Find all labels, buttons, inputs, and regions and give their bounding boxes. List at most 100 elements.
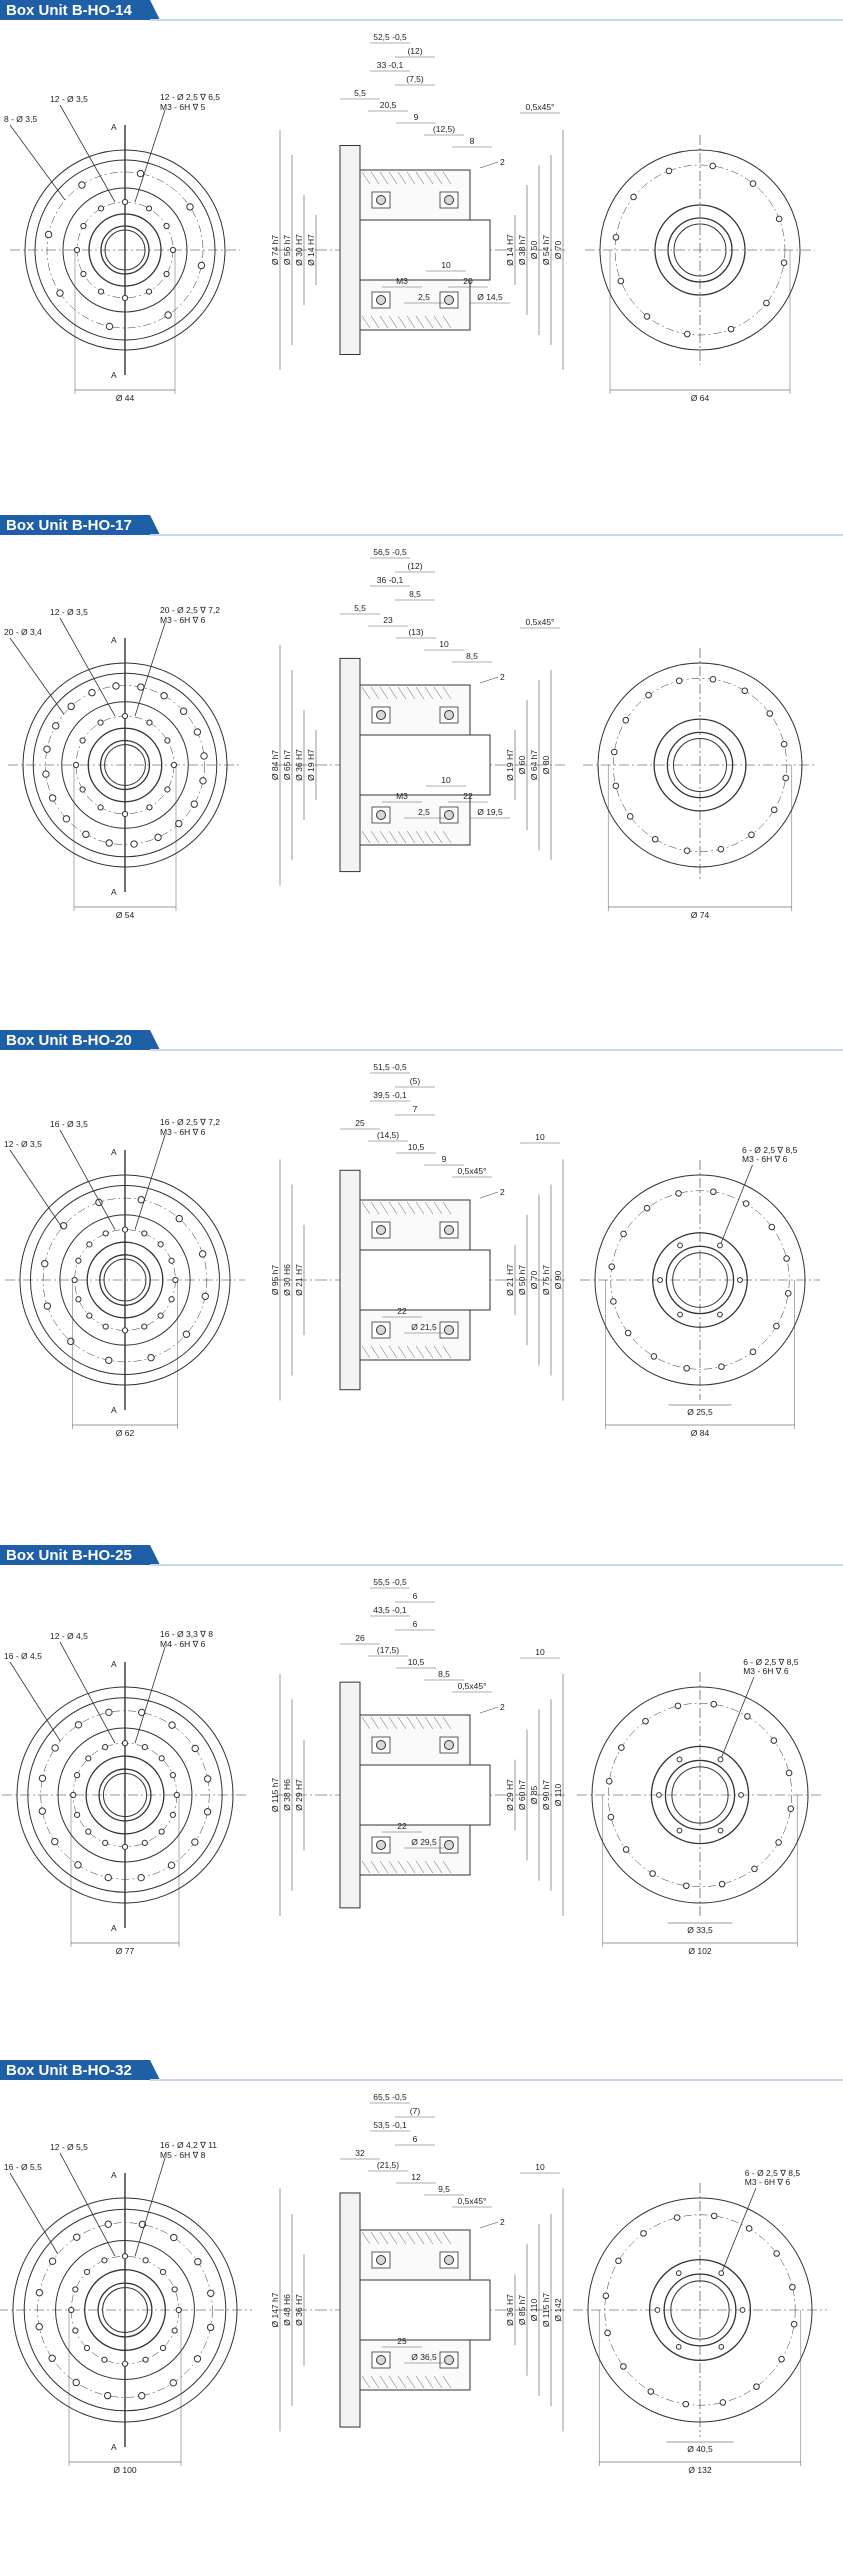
rear-bolt-hole (683, 1364, 690, 1372)
tapped-hole (164, 737, 171, 744)
dimension-label: 12 (411, 2172, 421, 2182)
hollow-shaft (359, 1249, 491, 1311)
label-mid-holes: 12 - Ø 5,5 (50, 2142, 88, 2152)
bearing-ball (444, 195, 454, 205)
flange-step (27, 1697, 223, 1893)
tapped-hole (142, 2257, 149, 2264)
dimension-label: 5,5 (354, 88, 366, 98)
hatch (379, 686, 389, 700)
rear-tapped-label: 6 - Ø 2,5 ∇ 8,5 (743, 1657, 799, 1667)
tapped-hole (97, 288, 105, 295)
dimension-label: (21,5) (377, 2160, 399, 2170)
bolt-hole (138, 2392, 146, 2400)
hatch (370, 2231, 380, 2245)
tapped-hole (86, 1312, 93, 1319)
hatch (415, 1716, 425, 1730)
rear-bolt-hole (744, 1713, 751, 1720)
dimension-label: 6 (413, 1591, 418, 1601)
bolt-hole (48, 2354, 56, 2362)
bearing-ball (376, 295, 386, 305)
rear-bolt-hole (675, 677, 683, 685)
tapped-hole (164, 786, 171, 793)
dimension-label: M3 (396, 276, 408, 286)
dimension-label: 53,5 -0,1 (373, 2120, 407, 2130)
dimension-label: (12) (407, 561, 422, 571)
tapped-hole (80, 270, 87, 278)
bearing-ball (444, 2255, 454, 2265)
section-title: Box Unit B-HO-14 (6, 2, 132, 19)
flange-plate (339, 145, 361, 355)
hatch (388, 1860, 398, 1874)
bolt-hole (206, 2323, 215, 2332)
hatch (442, 1716, 452, 1730)
dimension-label: 26 (355, 1633, 365, 1643)
bearing-ball (444, 2355, 454, 2365)
rear-bolt-hole (650, 1353, 658, 1360)
tapped-hole (121, 294, 129, 302)
rear-tapped-hole (676, 1756, 683, 1763)
bolt-hole (73, 2233, 81, 2241)
rear-bolt-hole (749, 180, 757, 187)
tapped-hole (121, 712, 129, 720)
tapped-hole (97, 804, 104, 811)
dimension-label: 10 (535, 1132, 545, 1142)
dimension-label: 0,5x45° (458, 2196, 487, 2206)
hatch (406, 315, 416, 329)
rear-bolt-hole (709, 675, 717, 683)
rear-hub (650, 1745, 750, 1845)
tapped-hole (79, 737, 86, 744)
leader (9, 2172, 59, 2255)
hatch (379, 1201, 389, 1215)
flange-plate (339, 2192, 361, 2428)
left-diameter-label: Ø 36 H7 (294, 2294, 304, 2326)
label-mid-holes: 16 - Ø 3,5 (50, 1119, 88, 1129)
header-rule (150, 2079, 843, 2081)
tapped-hole (159, 2344, 167, 2352)
bolt-hole (179, 707, 188, 715)
tapped-hole (145, 205, 153, 212)
rear-bolt-hole (665, 167, 673, 175)
rear-tapped-hole (718, 2270, 725, 2277)
tapped-hole (70, 1791, 77, 1799)
section-mark-top: A (111, 1147, 117, 1157)
left-diameter-label: Ø 29 H7 (294, 1779, 304, 1811)
bore-chamfer (102, 1772, 148, 1818)
section-header: Box Unit B-HO-17 (0, 515, 843, 536)
tapped-hole (121, 198, 129, 206)
dimension-label: (7,5) (406, 74, 424, 84)
hatch (415, 1860, 425, 1874)
callout-2: 2 (500, 672, 505, 682)
rear-bolt-hole (719, 2399, 727, 2406)
tapped-hole (157, 1312, 164, 1319)
rear-inner-diameter: Ø 25,5 (687, 1407, 713, 1417)
rear-bolt-hole (605, 1777, 613, 1785)
rear-bolt-hole (785, 1769, 793, 1777)
tapped-hole (121, 1327, 129, 1334)
tapped-hole (169, 246, 177, 254)
rear-bolt-hole (710, 1700, 718, 1708)
rear-tapped-hole (738, 1792, 744, 1798)
tapped-hole (86, 1241, 93, 1248)
dimension-label: 10,5 (408, 1142, 425, 1152)
bearing-ball (444, 1840, 454, 1850)
section-header: Box Unit B-HO-14 (0, 0, 843, 21)
right-diameter-label: Ø 115 h7 (541, 2293, 551, 2328)
section-mark-top: A (111, 635, 117, 645)
front-diameter: Ø 100 (113, 2465, 136, 2475)
dimension-label: 39,5 -0,1 (373, 1090, 407, 1100)
hatch (361, 1345, 371, 1359)
label-thread: M3 - 6H ∇ 5 (160, 102, 206, 112)
hatch (433, 1201, 443, 1215)
hatch (442, 315, 452, 329)
rear-bolt-hole (640, 2230, 647, 2237)
hatch (361, 686, 371, 700)
flange-step (30, 1185, 220, 1375)
rear-tapped-hole (656, 1792, 662, 1798)
dimension-label: 0,5x45° (526, 617, 555, 627)
hatch (379, 171, 389, 185)
rear-hub (653, 718, 747, 812)
hatch (442, 2231, 452, 2245)
leader (59, 617, 116, 717)
